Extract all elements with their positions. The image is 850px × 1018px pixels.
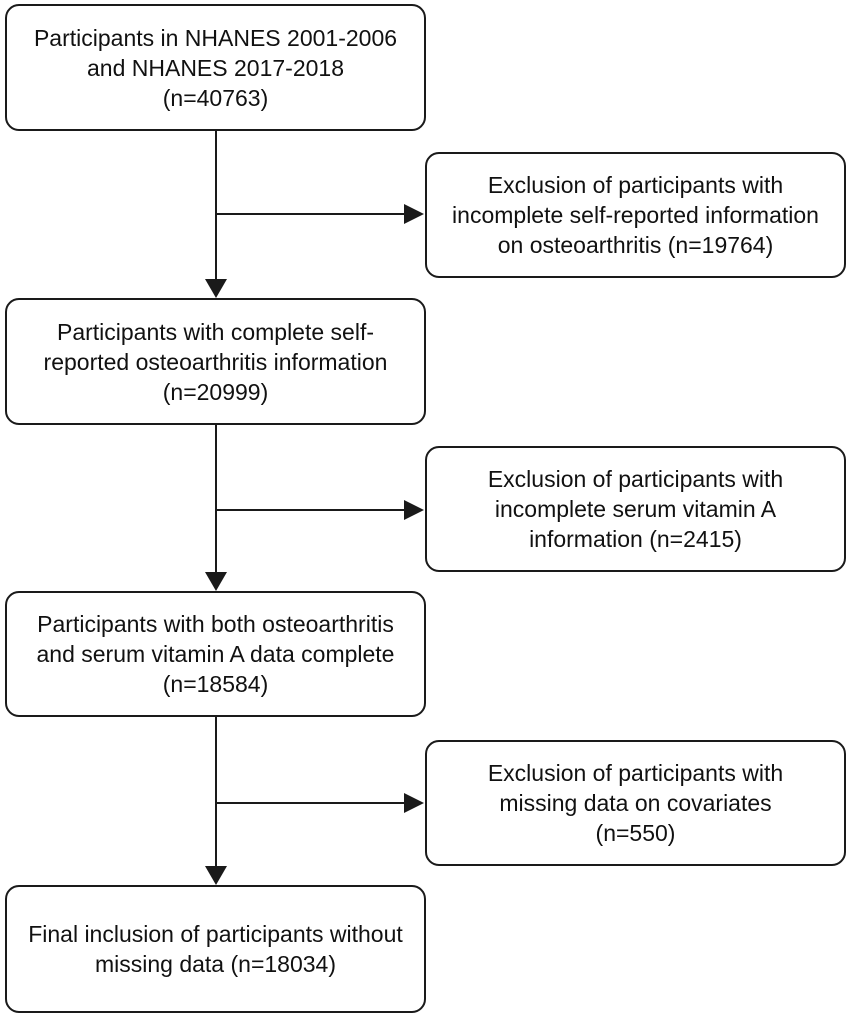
box-exclusion-osteoarthritis: Exclusion of participants with incomplet… (425, 152, 846, 278)
arrowhead-right-3 (404, 793, 424, 813)
arrowhead-down-2 (205, 572, 227, 591)
box-line: Participants with both osteoarthritis (37, 611, 394, 637)
box-count: (n=18584) (162, 671, 269, 697)
box-line: Final inclusion of participants without (28, 921, 403, 947)
arrowhead-right-2 (404, 500, 424, 520)
box-line: reported osteoarthritis information (43, 348, 388, 375)
box-line: information (n=2415) (529, 526, 742, 552)
box-count: (n=550) (595, 820, 676, 846)
arrowhead-right-1 (404, 204, 424, 224)
box-exclusion-covariates: Exclusion of participants with missing d… (425, 740, 846, 866)
box-line: missing data (n=18034) (94, 951, 336, 977)
box-both-complete: Participants with both osteoarthritis an… (5, 591, 426, 717)
box-count: (n=20999) (162, 378, 269, 405)
box-nhanes-participants: Participants in NHANES 2001-2006 and NHA… (5, 4, 426, 131)
box-count: (n=40763) (162, 84, 269, 111)
box-line: and serum vitamin A data complete (36, 641, 395, 667)
box-line: Participants in NHANES 2001-2006 (33, 24, 398, 51)
box-line: incomplete self-reported information (452, 202, 819, 228)
box-line: and NHANES 2017-2018 (87, 54, 344, 81)
arrowhead-down-1 (205, 279, 227, 298)
arrowhead-down-3 (205, 866, 227, 885)
box-complete-osteoarthritis: Participants with complete self- reporte… (5, 298, 426, 425)
box-line: incomplete serum vitamin A (494, 496, 777, 522)
box-line: on osteoarthritis (n=19764) (497, 232, 774, 258)
box-line: Exclusion of participants with (487, 760, 784, 786)
box-final-inclusion: Final inclusion of participants without … (5, 885, 426, 1013)
box-exclusion-vitamin-a: Exclusion of participants with incomplet… (425, 446, 846, 572)
box-line: Exclusion of participants with (487, 172, 784, 198)
box-line: Participants with complete self- (56, 318, 374, 345)
box-line: Exclusion of participants with (487, 466, 784, 492)
box-line: missing data on covariates (499, 790, 772, 816)
